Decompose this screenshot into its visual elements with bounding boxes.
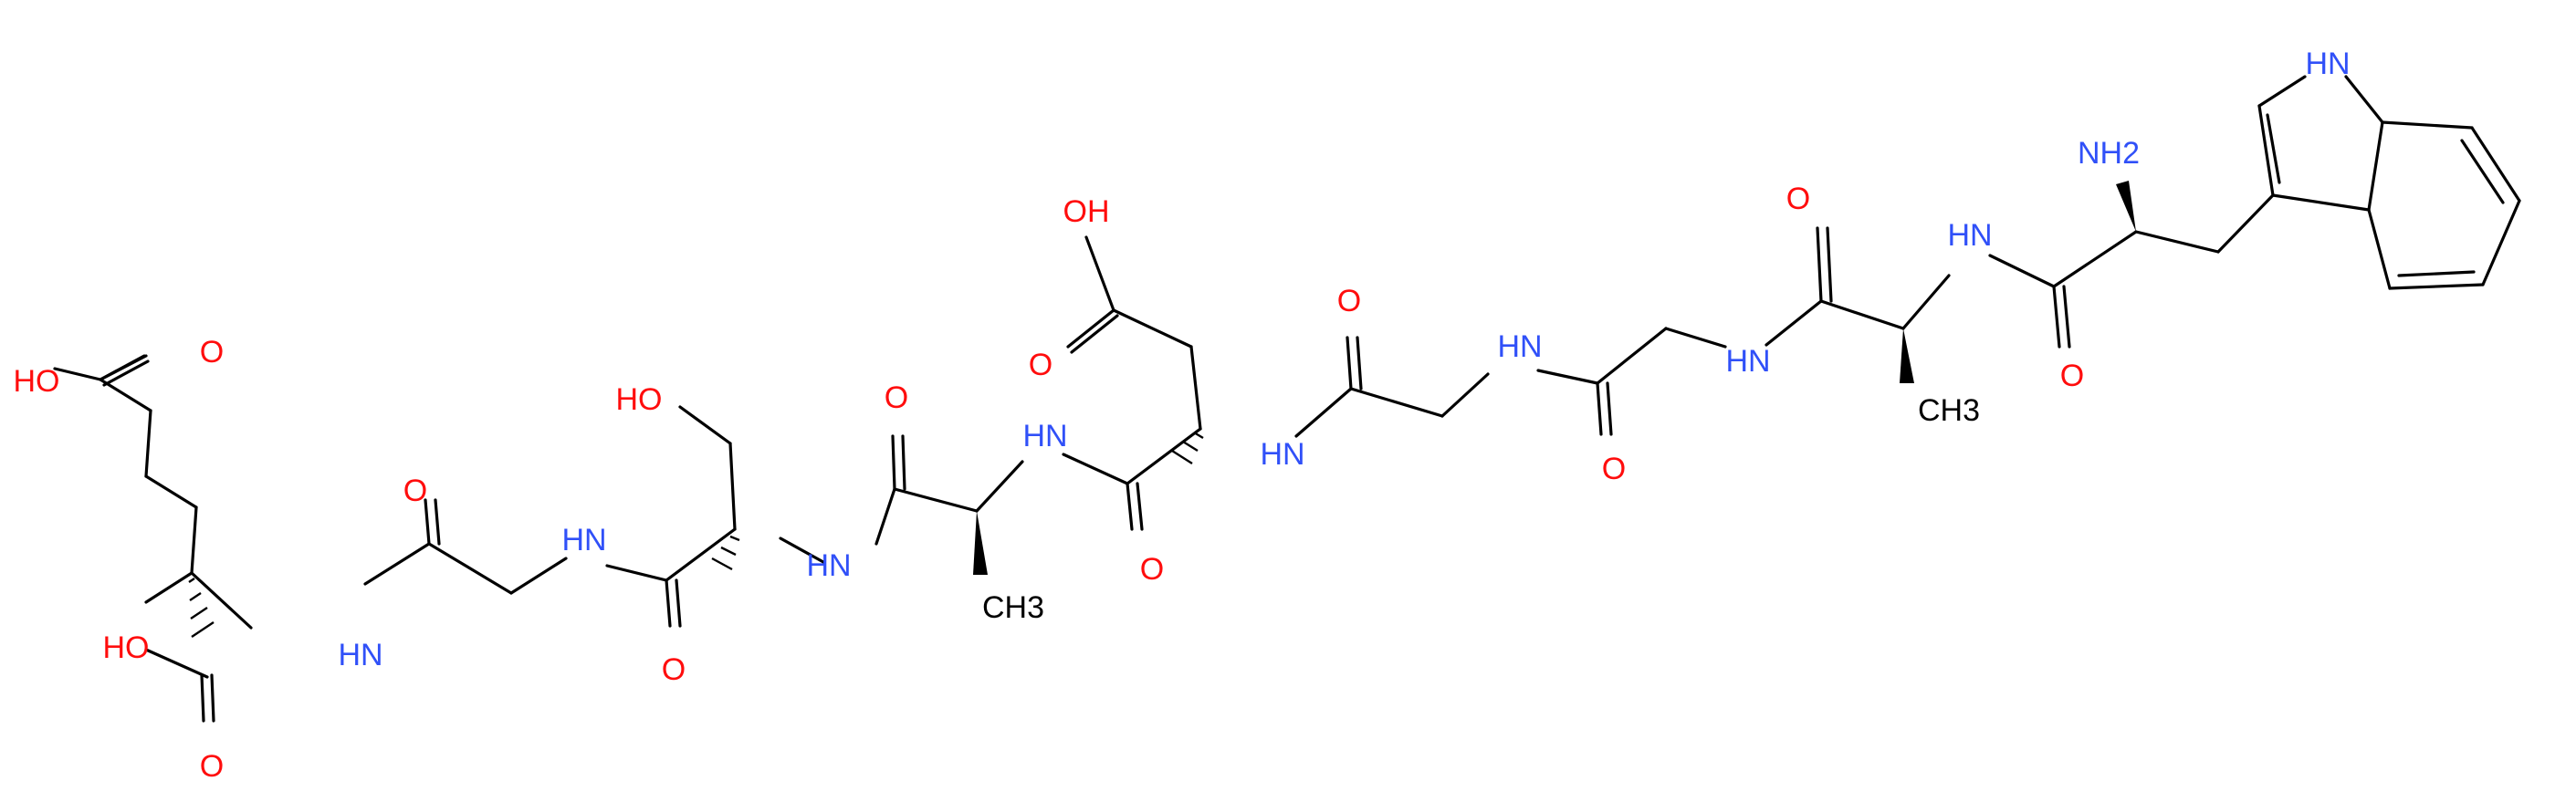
atom-nh-glu: HN (338, 638, 382, 672)
atom-o-gly1b: O (1337, 284, 1361, 318)
atom-o-glu-alpha: O (200, 749, 224, 784)
atom-nh-ala2: HN (1022, 419, 1067, 453)
atom-o-ala1: O (1786, 182, 1810, 216)
atom-ho-glu-alpha: HO (103, 630, 150, 665)
atom-o-asp: O (1140, 552, 1164, 587)
atom-ho-glu-side: HO (14, 364, 60, 399)
hash-bond-glu (188, 578, 215, 638)
bonds (53, 75, 2521, 723)
atom-o-trp: O (2060, 359, 2084, 393)
atom-ch3-ala1: CH3 (1918, 393, 1980, 428)
atom-nh-ala1: HN (1947, 218, 1992, 253)
atom-o-ser: O (662, 652, 686, 687)
atom-labels: HO O HO O HN O HN O HO HN O CH3 HN OH O … (14, 47, 2351, 784)
atom-nh2-trp: NH2 (2078, 136, 2140, 171)
atom-o-asp-side: O (1029, 348, 1052, 382)
atom-nh-indole: HN (2305, 47, 2350, 81)
atom-o-gly1a: O (1602, 452, 1626, 486)
atom-o-glu-side: O (200, 335, 224, 370)
atom-nh-ser: HN (806, 548, 851, 583)
atom-nh-gly1a: HN (1725, 344, 1770, 379)
atom-o-gly2: O (403, 474, 427, 508)
atom-oh-asp-side: OH (1063, 194, 1110, 229)
stereo-bonds (188, 181, 2136, 638)
hash-bond-asp (1171, 431, 1204, 465)
atom-nh-gly1b: HN (1497, 329, 1542, 364)
atom-nh-gly2: HN (561, 523, 606, 557)
atom-o-ala2: O (885, 380, 908, 415)
atom-ch3-ala2: CH3 (982, 590, 1044, 625)
hash-bond-ser (711, 535, 740, 571)
atom-ho-ser: HO (616, 382, 663, 417)
atom-nh-asp: HN (1260, 437, 1304, 472)
